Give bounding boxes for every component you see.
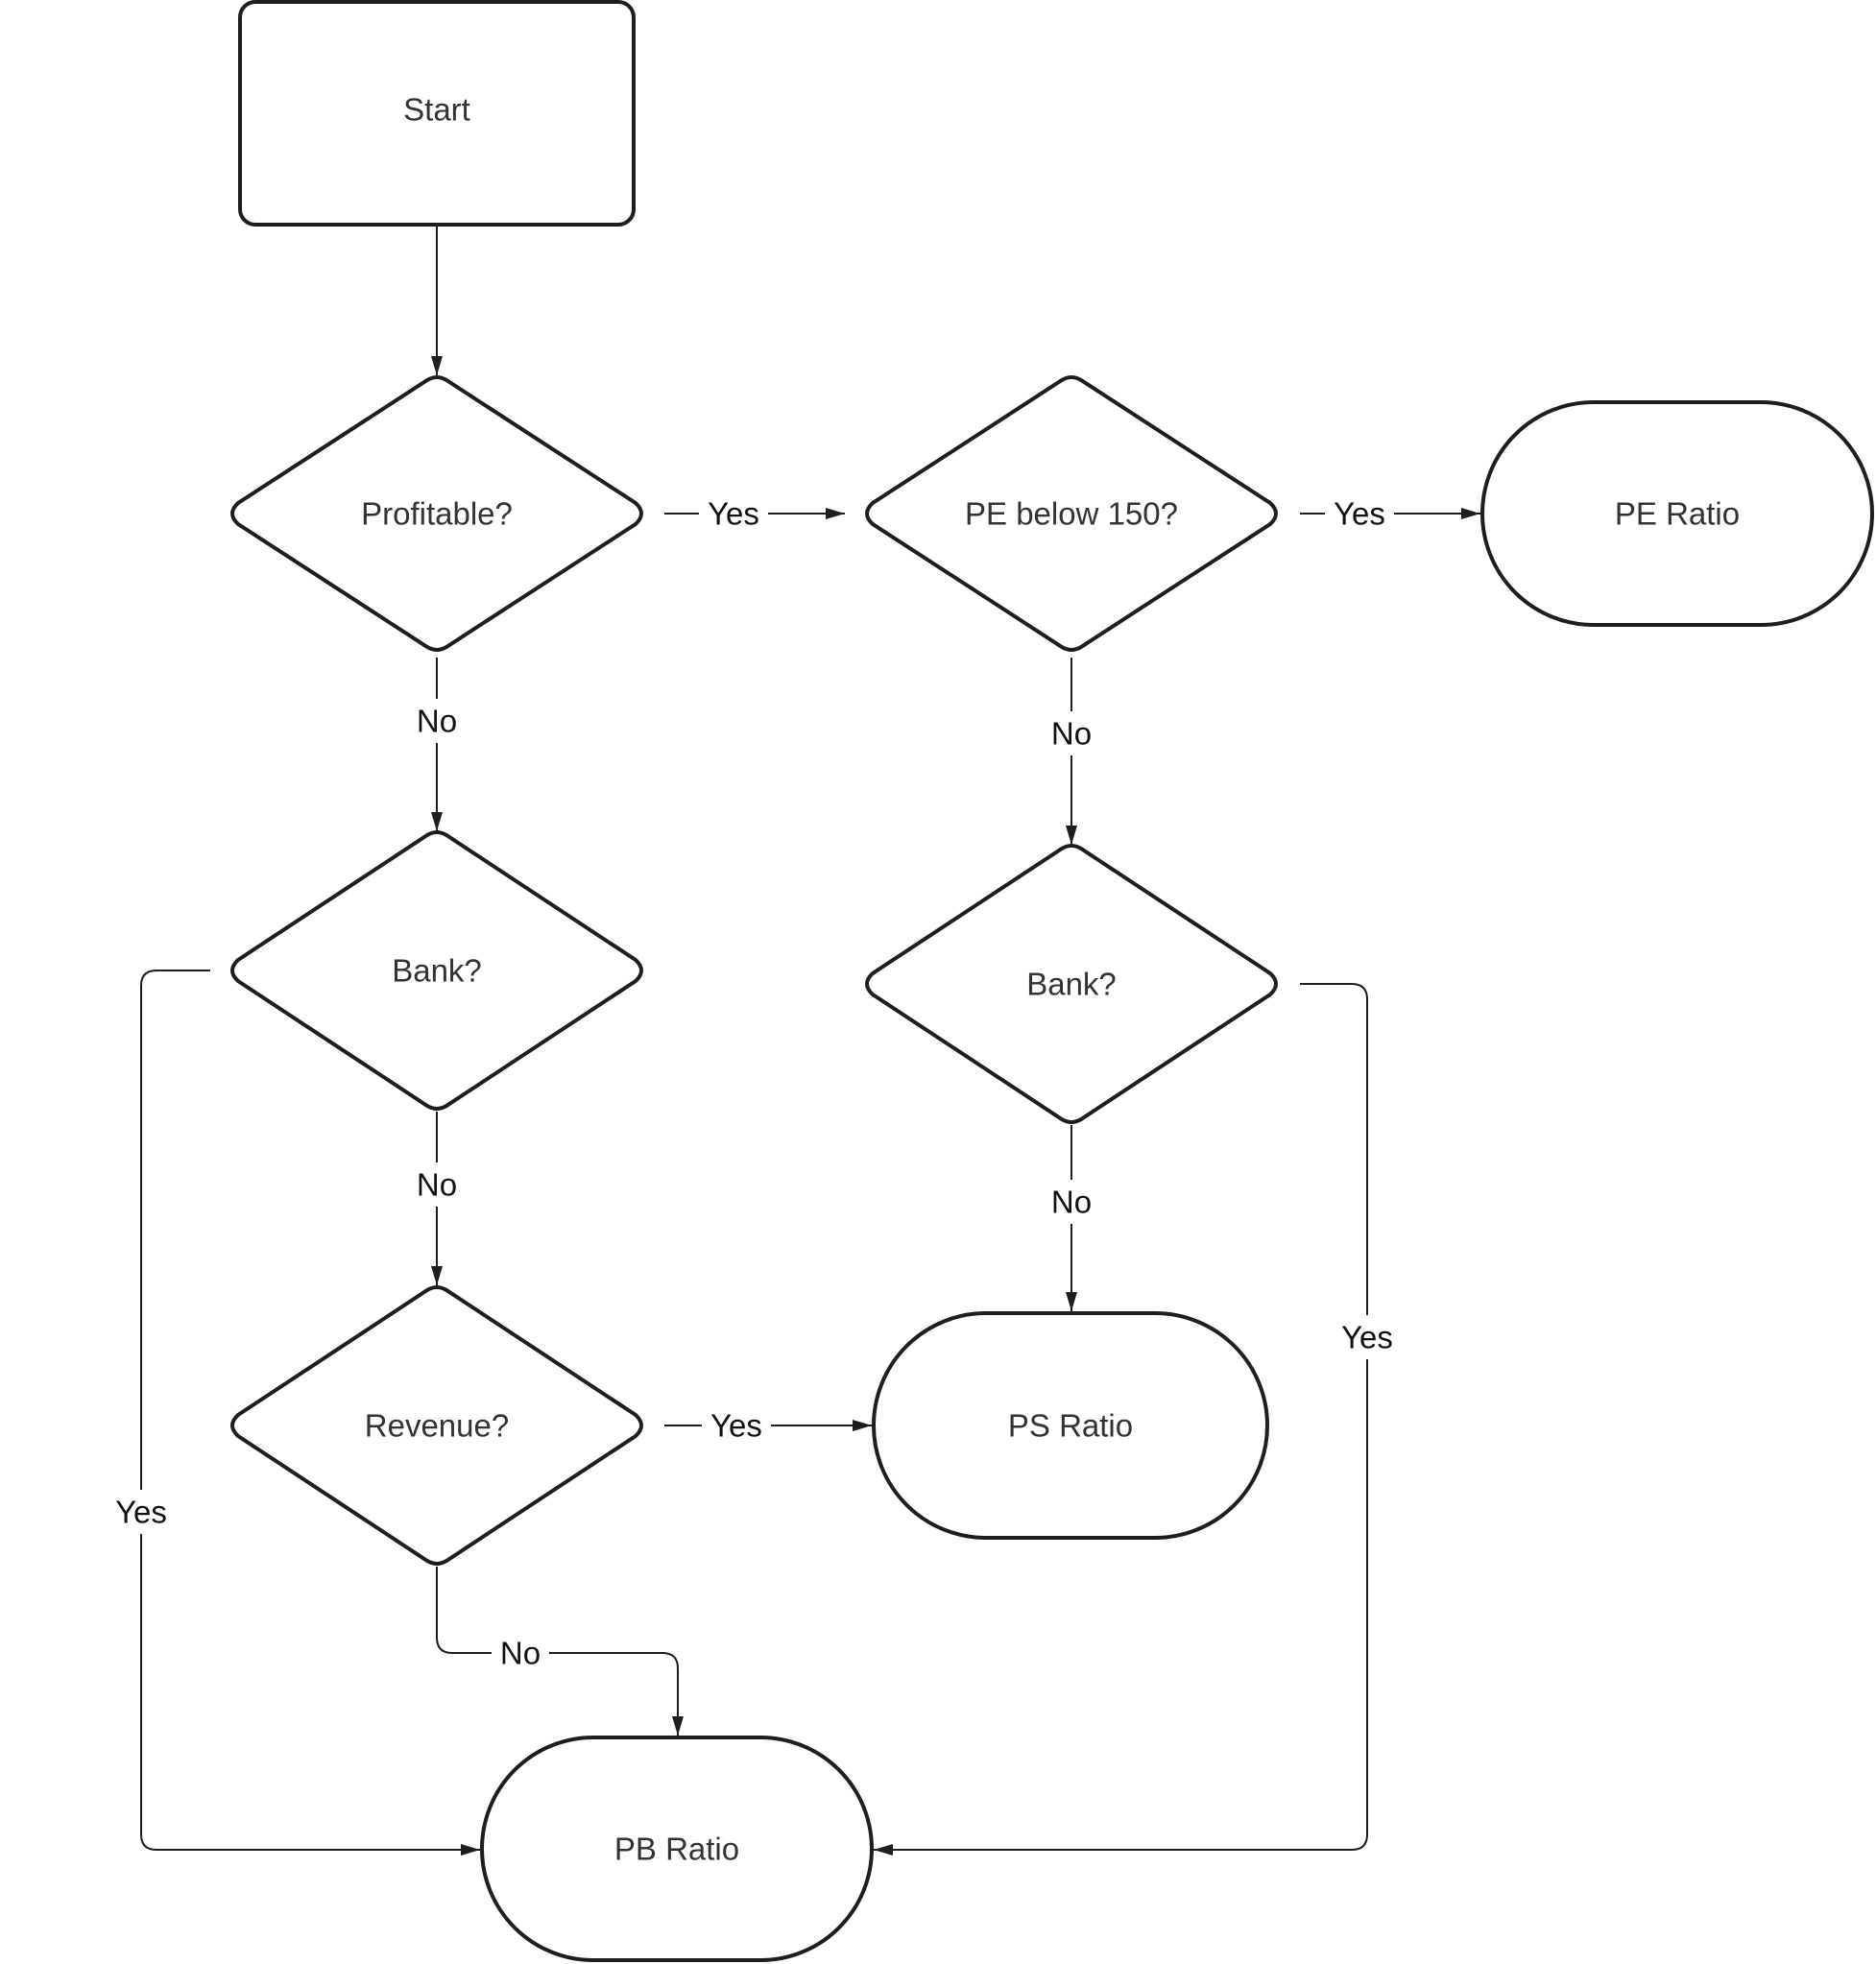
edge-label-pe-below-yes: Yes: [1334, 496, 1385, 532]
edge-bank-right-to-pb-ratio: [874, 983, 1368, 1856]
profitable-shape: [230, 375, 643, 652]
ps-ratio-shape: [872, 1311, 1269, 1540]
label-bg: [107, 1490, 176, 1534]
label-bg: [1333, 1315, 1402, 1359]
node-profitable[interactable]: Profitable?: [230, 375, 643, 652]
edge-label-bank-left-no: No: [417, 1167, 457, 1203]
node-start[interactable]: Start: [238, 0, 636, 227]
edge-labels: Yes Yes No No No No Yes No Yes Yes: [107, 491, 1402, 1675]
node-bank-left[interactable]: Bank?: [230, 830, 643, 1111]
label-bg: [699, 491, 768, 536]
node-label-ps-ratio: PS Ratio: [1008, 1408, 1133, 1444]
edge-label-revenue-yes: Yes: [710, 1408, 762, 1444]
node-label-pb-ratio: PB Ratio: [614, 1832, 739, 1867]
edge-revenue-to-pb-ratio: [436, 1567, 684, 1736]
node-label-bank-left: Bank?: [392, 953, 482, 989]
node-ps-ratio[interactable]: PS Ratio: [872, 1311, 1269, 1540]
revenue-shape: [230, 1285, 643, 1566]
label-bg: [1325, 491, 1394, 536]
node-label-pe-below: PE below 150?: [965, 496, 1178, 532]
node-label-bank-right: Bank?: [1026, 967, 1117, 1002]
bank-left-shape: [230, 830, 643, 1111]
node-label-profitable: Profitable?: [361, 496, 513, 532]
edge-label-bank-left-yes: Yes: [115, 1495, 167, 1530]
node-pe-ratio[interactable]: PE Ratio: [1480, 400, 1874, 627]
edge-label-profitable-no: No: [417, 704, 457, 739]
node-pb-ratio[interactable]: PB Ratio: [480, 1736, 874, 1962]
node-label-revenue: Revenue?: [365, 1408, 509, 1444]
label-bg: [408, 699, 466, 743]
start-shape: [238, 0, 636, 227]
label-bg: [1043, 1180, 1100, 1224]
node-label-start: Start: [403, 92, 470, 128]
node-pe-below[interactable]: PE below 150?: [865, 375, 1278, 652]
edge-label-profitable-yes: Yes: [708, 496, 759, 532]
pe-below-shape: [865, 375, 1278, 652]
edge-label-bank-right-no: No: [1051, 1185, 1092, 1220]
bank-right-shape: [865, 844, 1278, 1124]
edge-label-revenue-no: No: [500, 1636, 541, 1671]
edge-label-bank-right-yes: Yes: [1341, 1320, 1393, 1355]
node-revenue[interactable]: Revenue?: [230, 1285, 643, 1566]
edge-label-pe-below-no: No: [1051, 716, 1092, 752]
edge-bank-left-to-pb-ratio: [140, 970, 480, 1856]
pb-ratio-shape: [480, 1736, 874, 1962]
label-bg: [408, 1162, 466, 1207]
label-bg: [492, 1631, 549, 1675]
node-label-pe-ratio: PE Ratio: [1615, 496, 1740, 532]
node-bank-right[interactable]: Bank?: [865, 844, 1278, 1124]
nodes: Start Profitable? PE below 150? PE Ratio…: [230, 0, 1874, 1962]
label-bg: [702, 1403, 771, 1448]
pe-ratio-shape: [1480, 400, 1874, 627]
label-bg: [1043, 711, 1100, 755]
